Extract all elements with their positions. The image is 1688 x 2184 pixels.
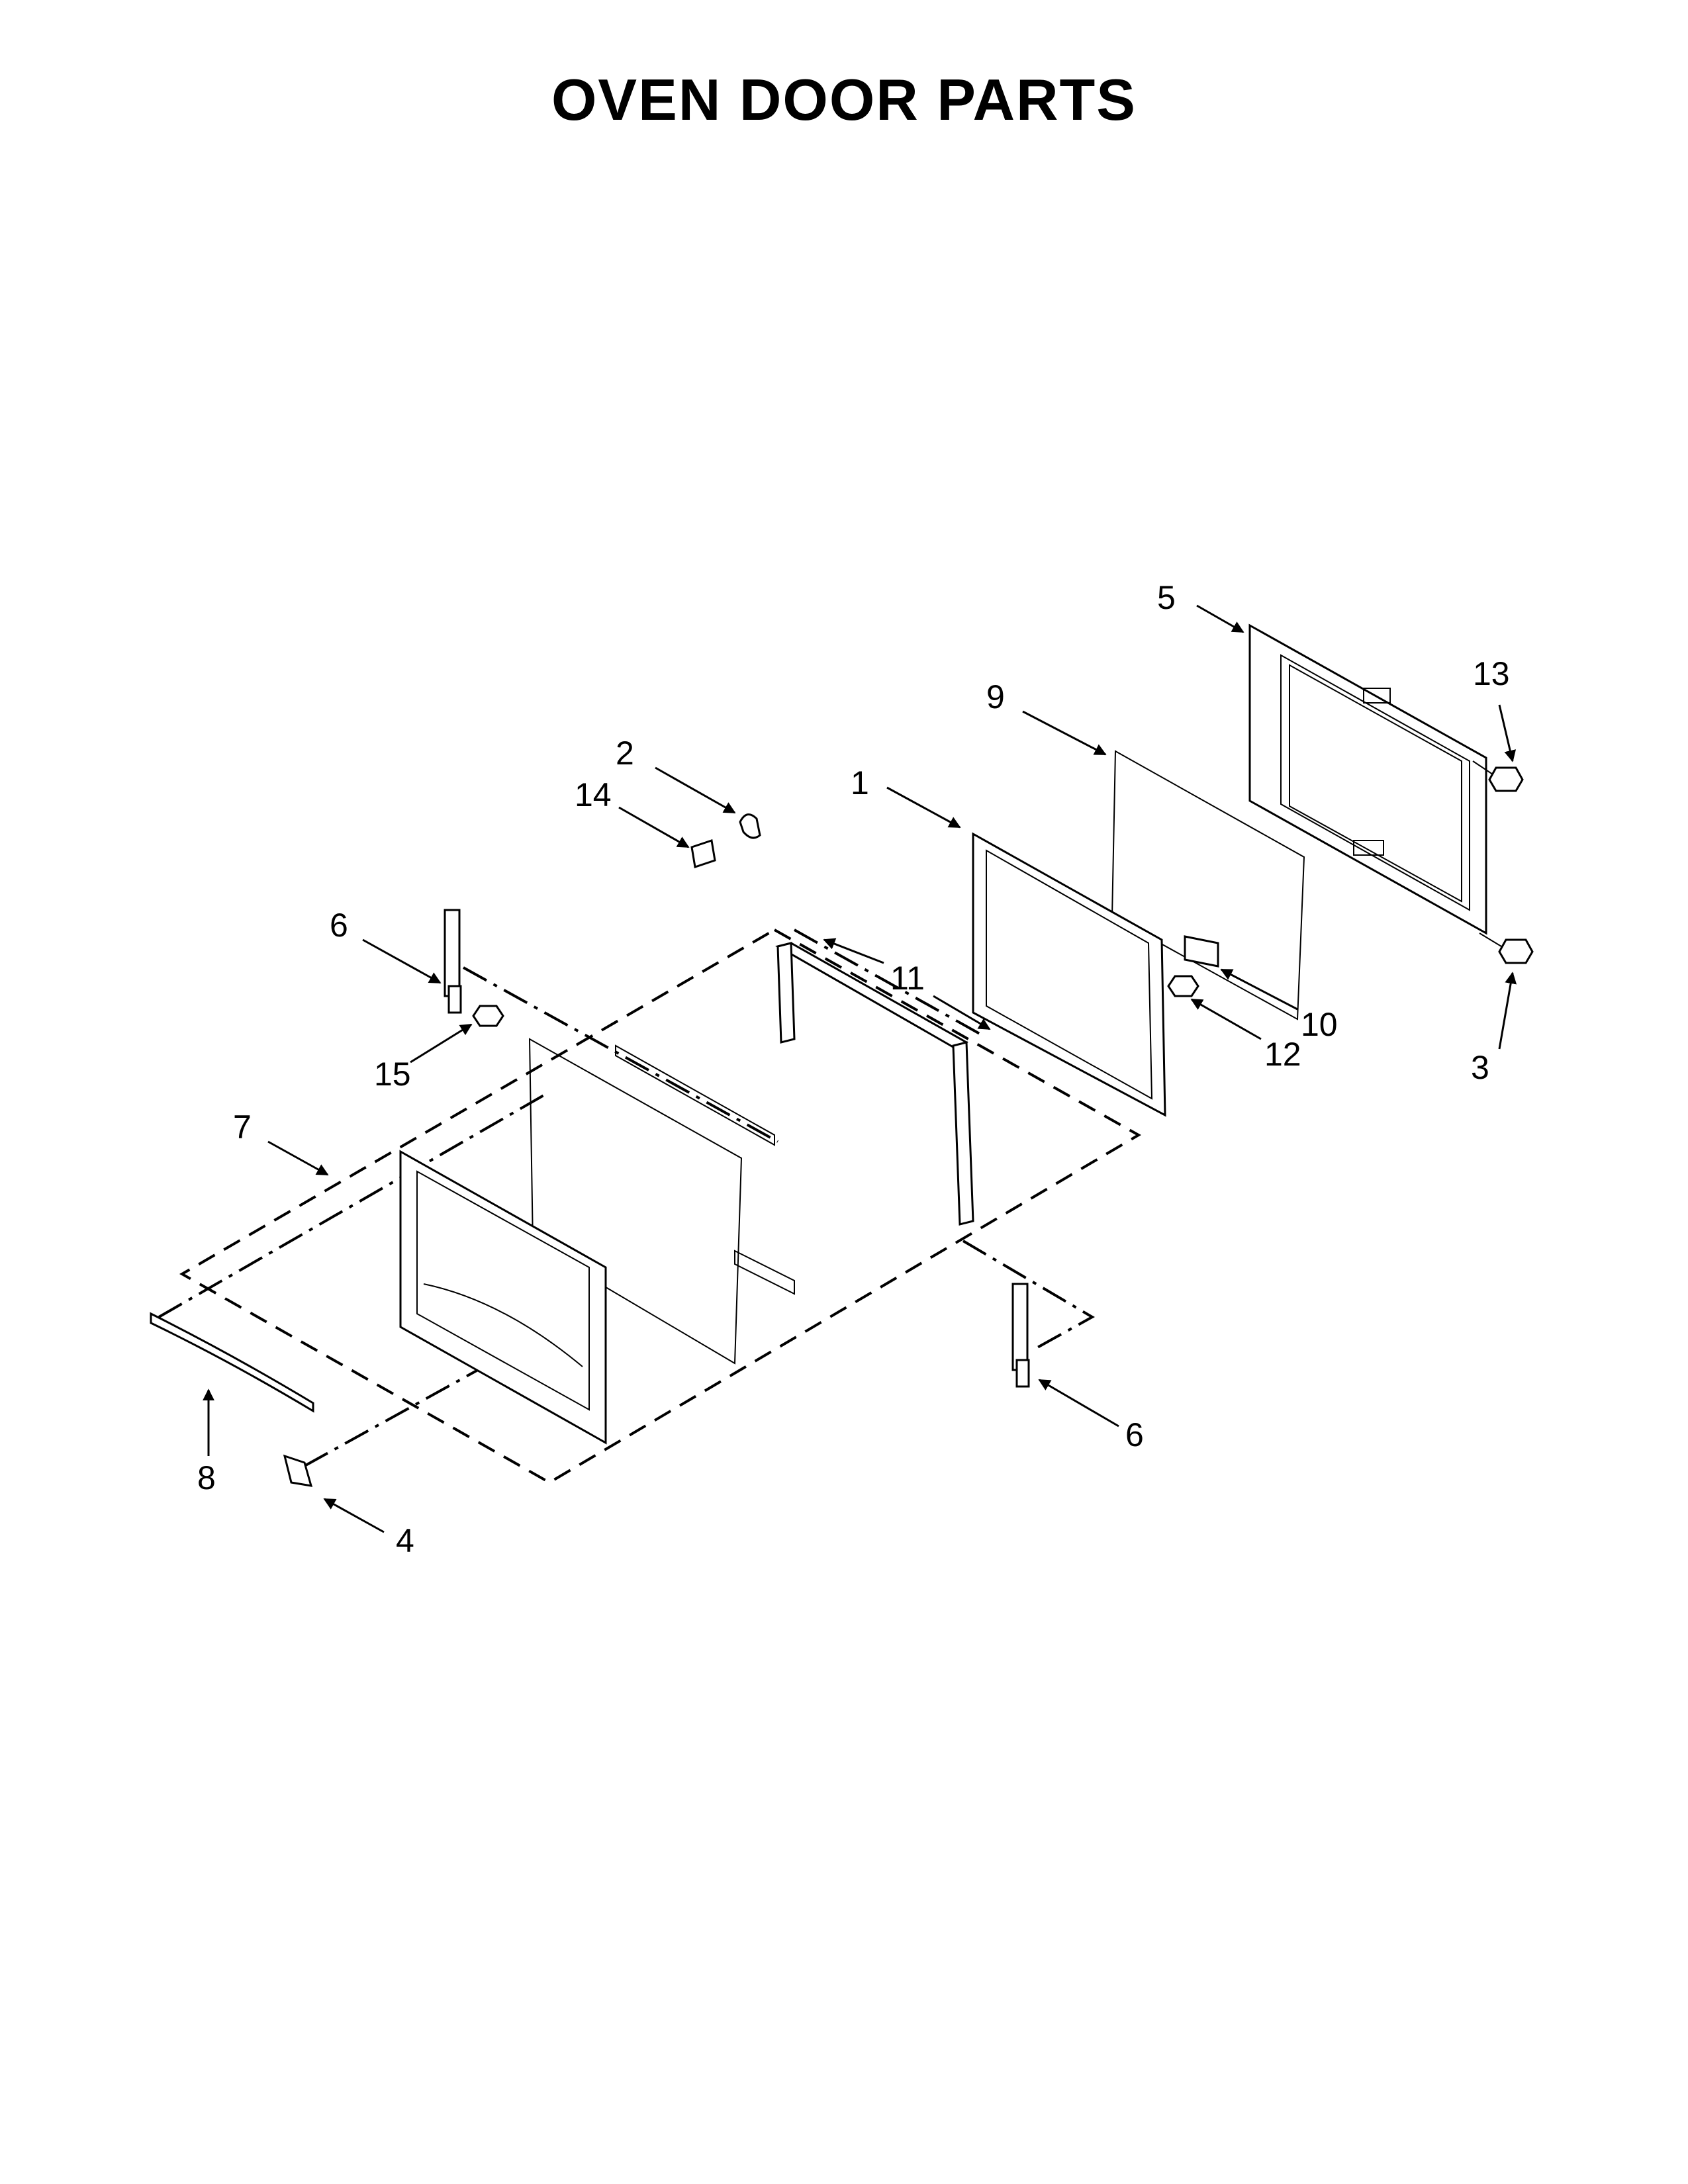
callout-9: 9 (986, 678, 1107, 756)
callout-15: 15 (374, 1023, 473, 1093)
callout-2-label: 2 (616, 735, 634, 772)
rear-door-frame (1248, 623, 1487, 935)
screw-3 (1479, 933, 1534, 964)
callout-4-label: 4 (396, 1522, 414, 1559)
callout-7-label: 7 (233, 1109, 252, 1146)
clip-14 (690, 839, 716, 868)
callout-14-label: 14 (575, 776, 612, 813)
door-channel (775, 942, 974, 1226)
assembly-lines (158, 929, 1096, 1467)
inner-door-frame (972, 832, 1166, 1117)
callout-15-label: 15 (374, 1056, 411, 1093)
callout-14: 14 (575, 776, 690, 848)
callout-10-label: 10 (1301, 1006, 1338, 1043)
bracket-10 (1184, 935, 1219, 968)
callout-5: 5 (1157, 579, 1244, 633)
screw-12 (1167, 975, 1199, 997)
callout-10: 10 (1220, 968, 1338, 1043)
callout-13: 13 (1473, 655, 1517, 762)
callout-13-label: 13 (1473, 655, 1510, 692)
callout-11: 11 (823, 938, 991, 1030)
door-assembly-outline (179, 929, 1142, 1484)
callout-1-label: 1 (851, 764, 869, 801)
callout-12-label: 12 (1264, 1036, 1301, 1073)
callout-2: 2 (616, 735, 736, 814)
callout-12: 12 (1190, 998, 1301, 1073)
screw-15 (472, 1005, 504, 1027)
callouts: 1 2 3 4 5 6 6 7 (197, 579, 1517, 1559)
callout-8: 8 (197, 1388, 216, 1496)
callout-3-label: 3 (1471, 1049, 1489, 1086)
callout-3: 3 (1471, 972, 1517, 1086)
door-glass (1111, 750, 1305, 1021)
callout-8-label: 8 (197, 1459, 216, 1496)
callout-6-right: 6 (1038, 1379, 1144, 1453)
inner-glass-panel (528, 1038, 795, 1365)
callout-4: 4 (323, 1498, 414, 1559)
callout-11-label: 11 (890, 960, 925, 997)
callout-7: 7 (233, 1109, 329, 1176)
callout-6-left: 6 (330, 907, 442, 984)
callout-9-label: 9 (986, 678, 1005, 715)
handle-bracket-4 (283, 1454, 313, 1487)
page-title: OVEN DOOR PARTS (551, 67, 1137, 132)
hinge-6-right (1011, 1283, 1030, 1388)
hinge-6-left (444, 909, 462, 1014)
callout-5-label: 5 (1157, 579, 1176, 616)
callout-6a-label: 6 (330, 907, 348, 944)
door-handle (150, 1312, 314, 1413)
callout-6b-label: 6 (1125, 1416, 1144, 1453)
bracket-2 (739, 813, 761, 839)
screw-13 (1472, 760, 1524, 792)
outer-door-panel (399, 1150, 607, 1445)
callout-1: 1 (851, 764, 961, 829)
